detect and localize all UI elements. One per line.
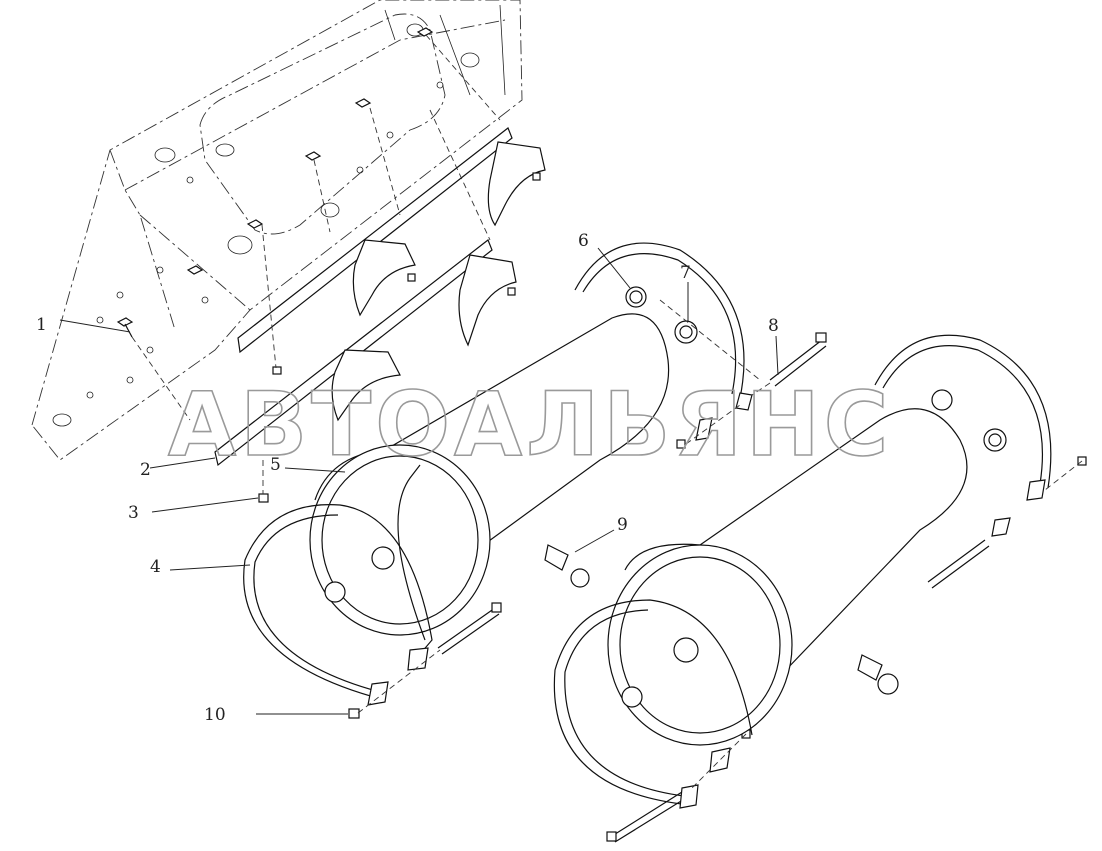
tank-fittings-upper — [625, 286, 698, 344]
center-lines — [131, 34, 1083, 791]
tank-straps-lower — [553, 334, 1052, 809]
watermark-text: АВТОАЛЬЯНС — [168, 373, 892, 476]
long-bolts — [437, 332, 990, 843]
air-tank-lower — [607, 408, 968, 746]
tank-brackets — [331, 141, 546, 422]
callout-5: 5 — [270, 455, 281, 475]
callout-4: 4 — [150, 557, 161, 577]
callout-6: 6 — [578, 231, 589, 251]
callout-1: 1 — [36, 315, 47, 335]
callout-leaders — [59, 247, 779, 715]
callout-2: 2 — [140, 460, 151, 480]
callout-3: 3 — [128, 503, 139, 523]
callout-8: 8 — [768, 316, 779, 336]
callout-7: 7 — [680, 263, 691, 283]
callout-9: 9 — [617, 515, 628, 535]
callout-10: 10 — [204, 705, 226, 725]
tank-straps-upper — [243, 242, 753, 706]
frame-rail — [31, 0, 523, 461]
air-tank-upper — [309, 313, 670, 636]
